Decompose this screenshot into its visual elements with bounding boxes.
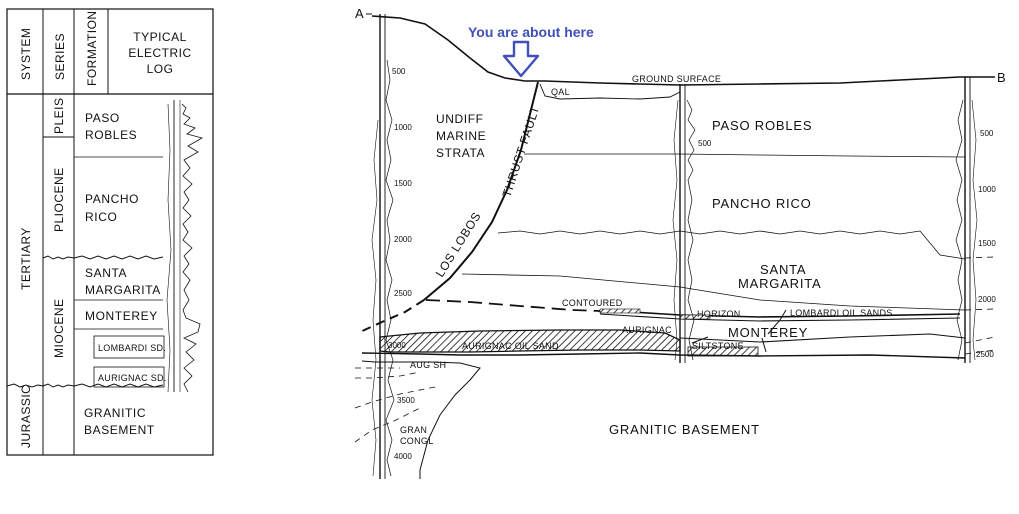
electric-log-trace <box>181 103 204 393</box>
undiff-3: STRATA <box>436 146 485 160</box>
cross-section <box>354 13 996 479</box>
well1-depth: 1500 <box>394 179 412 188</box>
column-frame <box>6 8 214 456</box>
unit-granitic: GRANITIC BASEMENT <box>609 422 760 437</box>
thrust-fault <box>423 81 539 301</box>
label-horizon: HORIZON <box>697 309 741 319</box>
label-lombardi-oil: LOMBARDI OIL SANDS <box>790 308 893 318</box>
label-aurignac-oil: AURIGNAC OIL SAND <box>462 341 559 351</box>
section-text: A B You are about here GROUND SURFACE QA… <box>355 6 1006 461</box>
well1-depth: 3500 <box>397 396 415 405</box>
label-gran-congl-1: GRAN <box>400 425 427 435</box>
formation-granitic-1: GRANITIC <box>84 406 146 420</box>
endpoint-b: B <box>997 70 1006 85</box>
well1-depth: 1000 <box>394 123 412 132</box>
ground-surface-label: GROUND SURFACE <box>632 74 721 84</box>
series-miocene: MIOCENE <box>52 298 66 358</box>
header-log-1: TYPICAL <box>133 30 187 44</box>
well-3 <box>955 77 978 363</box>
unit-paso-robles: PASO ROBLES <box>712 118 812 133</box>
column-text: SYSTEM SERIES FORMATION TYPICAL ELECTRIC… <box>19 10 191 448</box>
formation-pancho-rico-2: RICO <box>85 210 117 224</box>
header-system: SYSTEM <box>19 28 33 80</box>
header-series: SERIES <box>53 33 67 80</box>
well1-depth: 2000 <box>394 235 412 244</box>
ground-surface-line <box>371 15 995 86</box>
unit-santa-margarita-1: SANTA <box>760 262 806 277</box>
well1-depth: 3000 <box>388 341 406 350</box>
fault-label-2: THRUST FAULT <box>500 104 543 199</box>
unit-monterey: MONTEREY <box>728 325 808 340</box>
label-aurignac: AURIGNAC <box>622 325 672 335</box>
well3-depth: 1500 <box>978 239 996 248</box>
header-log-2: ELECTRIC <box>128 46 191 60</box>
system-jurassic: JURASSIC <box>19 385 33 448</box>
aurignac-oil-sand-lens <box>379 329 681 353</box>
label-contoured: CONTOURED <box>562 298 623 308</box>
label-aug-sh: AUG SH <box>410 360 446 370</box>
label-siltstone: SILTSTONE <box>692 341 744 351</box>
well1-depth: 500 <box>392 67 406 76</box>
undiff-2: MARINE <box>436 129 486 143</box>
formation-santa-margarita-2: MARGARITA <box>85 283 161 297</box>
well3-depth: 500 <box>980 129 994 138</box>
series-pleis: PLEIS <box>52 97 66 134</box>
header-log-3: LOG <box>147 62 174 76</box>
well1-depth: 2500 <box>394 289 412 298</box>
formation-paso-robles-1: PASO <box>85 111 120 125</box>
label-gran-congl-2: CONGL <box>400 436 434 446</box>
formation-pancho-rico-1: PANCHO <box>85 192 139 206</box>
you-are-here-label: You are about here <box>468 24 594 40</box>
unit-pancho-rico: PANCHO RICO <box>712 196 812 211</box>
well3-depth: 2500 <box>976 350 994 359</box>
well2-depth: 500 <box>698 139 712 148</box>
well-1 <box>371 14 395 479</box>
stratigraphic-column <box>6 8 214 456</box>
formation-paso-robles-2: ROBLES <box>85 128 137 142</box>
formation-monterey: MONTEREY <box>85 309 158 323</box>
series-pliocene: PLIOCENE <box>52 167 66 232</box>
qal-label: QAL <box>551 87 570 97</box>
endpoint-a: A <box>355 6 364 21</box>
you-are-here-arrow <box>502 40 540 78</box>
well3-depth: 1000 <box>978 185 996 194</box>
header-formation: FORMATION <box>85 10 99 86</box>
undiff-1: UNDIFF <box>436 112 484 126</box>
formation-granitic-2: BASEMENT <box>84 423 155 437</box>
formation-aurignac: AURIGNAC SD. <box>98 373 167 383</box>
unit-santa-margarita-2: MARGARITA <box>738 276 822 291</box>
well-2 <box>672 84 696 363</box>
well1-depth: 4000 <box>394 452 412 461</box>
well3-depth: 2000 <box>978 295 996 304</box>
system-tertiary: TERTIARY <box>19 227 33 290</box>
formation-santa-margarita-1: SANTA <box>85 266 127 280</box>
formation-lombardi: LOMBARDI SD. <box>98 343 166 353</box>
